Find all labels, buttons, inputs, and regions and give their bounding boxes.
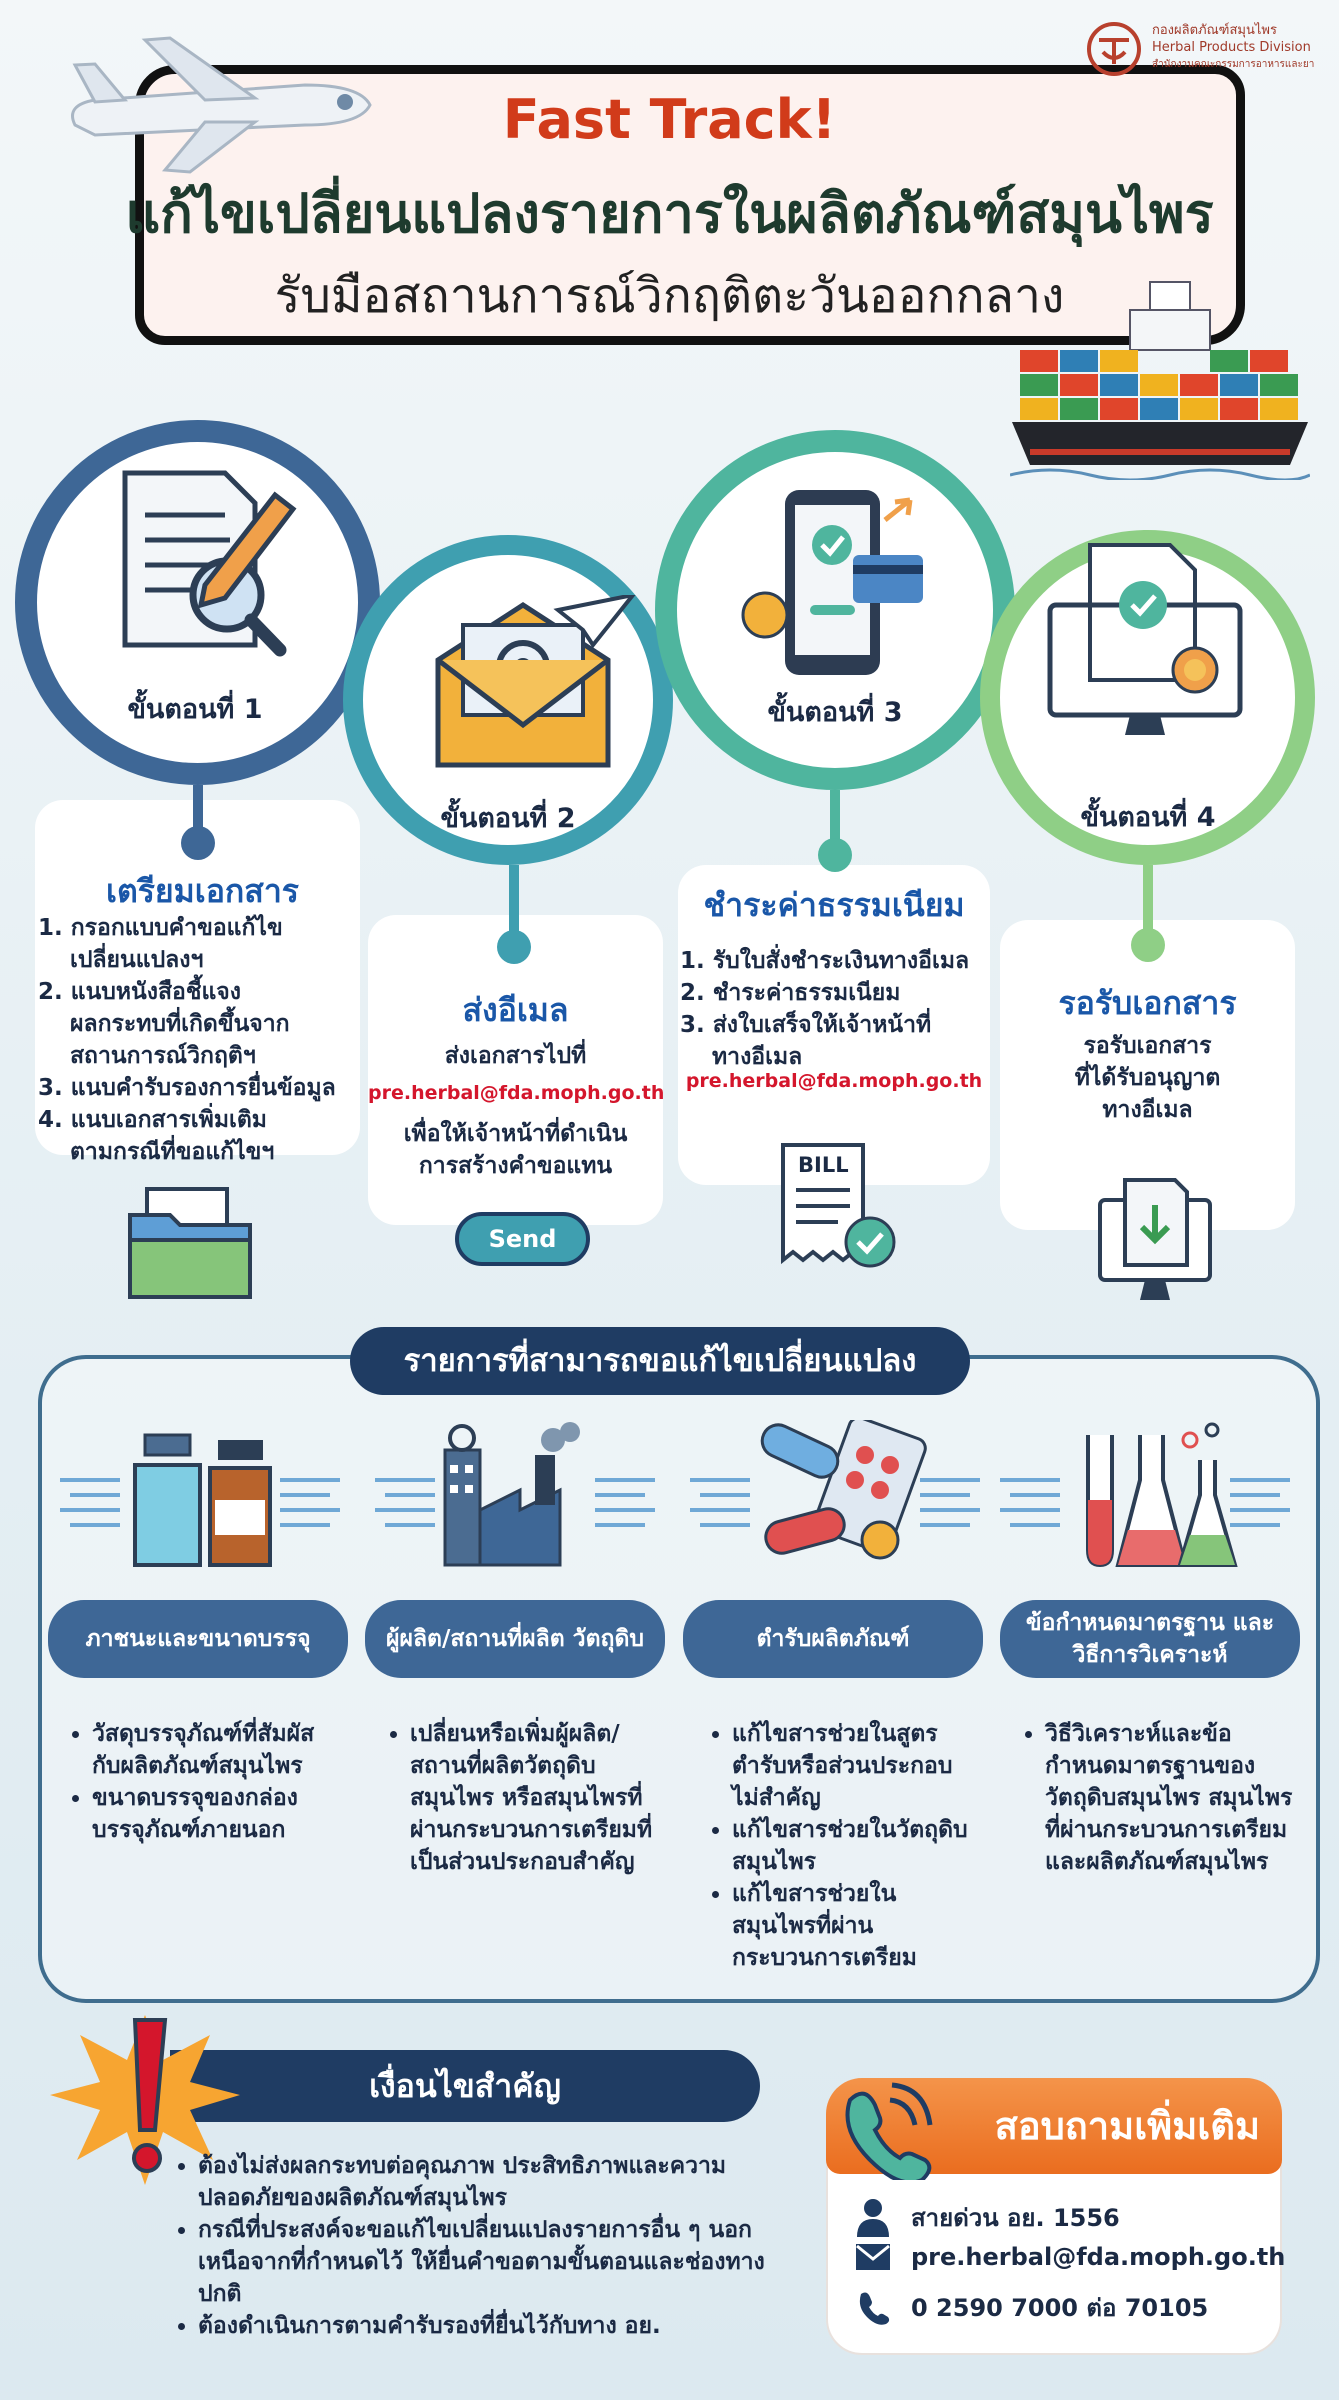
step1-dot <box>181 826 215 860</box>
step4-connector <box>1143 865 1153 935</box>
manufacturer-bullets: เปลี่ยนหรือเพิ่มผู้ผลิต/สถานที่ผลิตวัตถุ… <box>390 1718 660 1878</box>
pill-manufacturer: ผู้ผลิต/สถานที่ผลิต วัตถุดิบ <box>365 1600 665 1678</box>
logo-sub: สำนักงานคณะกรรมการอาหารและยา <box>1152 59 1315 70</box>
step3-card <box>678 865 990 1185</box>
step2-email: pre.herbal@fda.moph.go.th <box>368 1082 665 1104</box>
phone-ring-icon <box>845 2082 933 2180</box>
logo-thai: กองผลิตภัณฑ์สมุนไพร <box>1152 23 1277 38</box>
pill-formula: ตำรับผลิตภัณฑ์ <box>683 1600 983 1678</box>
document-search-icon <box>122 470 297 657</box>
step4-line2: ที่ได้รับอนุญาต <box>1074 1065 1221 1091</box>
step2-card <box>368 915 663 1225</box>
list-item: ขนาดบรรจุของกล่องบรรจุภัณฑ์ภายนอก <box>92 1782 342 1846</box>
cargo-ship-icon <box>1010 281 1310 480</box>
packaging-bullets: วัสดุบรรจุภัณฑ์ที่สัมผัสกับผลิตภัณฑ์สมุน… <box>72 1718 342 1846</box>
warning-burst-icon <box>50 2015 240 2185</box>
step2-title: ส่งอีเมล <box>462 991 569 1029</box>
mail-icon <box>856 2244 890 2270</box>
list-item: แก้ไขสารช่วยในสมุนไพรที่ผ่านกระบวนการเตร… <box>732 1878 972 1974</box>
send-button[interactable]: Send <box>455 1212 590 1266</box>
certified-document-icon <box>1047 543 1243 735</box>
step2-line2: เพื่อให้เจ้าหน้าที่ดำเนิน <box>403 1121 628 1147</box>
step4-line1: รอรับเอกสาร <box>1083 1033 1212 1059</box>
step4-label: ขั้นตอนที่ 4 <box>1080 802 1216 833</box>
lab-flasks-icon <box>1000 1422 1290 1568</box>
list-item: กรณีที่ประสงค์จะขอแก้ไขเปลี่ยนแปลงรายการ… <box>198 2214 778 2310</box>
step3-label: ขั้นตอนที่ 3 <box>767 697 903 728</box>
step4-dot <box>1131 928 1165 962</box>
step2-label: ขั้นตอนที่ 2 <box>440 803 576 834</box>
standards-bullets: วิธีวิเคราะห์และข้อกำหนดมาตรฐานของวัตถุด… <box>1025 1718 1295 1878</box>
contact-phone-row: 0 2590 7000 ต่อ 70105 <box>855 2288 1208 2327</box>
formula-bullets: แก้ไขสารช่วยในสูตรตำรับหรือส่วนประกอบไม่… <box>712 1718 972 1974</box>
step3-dot <box>818 838 852 872</box>
email-envelope-icon <box>435 595 636 768</box>
title-fast-track: Fast Track! <box>502 88 837 151</box>
step1-title: เตรียมเอกสาร <box>106 872 299 910</box>
contact-email-row: pre.herbal@fda.moph.go.th <box>855 2243 1285 2271</box>
list-item: วิธีวิเคราะห์และข้อกำหนดมาตรฐานของวัตถุด… <box>1045 1718 1295 1878</box>
list-item: ต้องไม่ส่งผลกระทบต่อคุณภาพ ประสิทธิภาพแล… <box>198 2150 778 2214</box>
logo-text: กองผลิตภัณฑ์สมุนไพร Herbal Products Divi… <box>1152 22 1314 73</box>
step2-dot <box>497 930 531 964</box>
pill-standards: ข้อกำหนดมาตรฐาน และวิธีการวิเคราะห์ <box>1000 1600 1300 1678</box>
title-main: แก้ไขเปลี่ยนแปลงรายการในผลิตภัณฑ์สมุนไพร <box>125 182 1214 245</box>
step3-list: 1. รับใบสั่งชำระเงินทางอีเมล 2. ชำระค่าธ… <box>680 948 970 1070</box>
step3-email: pre.herbal@fda.moph.go.th <box>685 1070 983 1092</box>
step2-line1: ส่งเอกสารไปที่ <box>444 1043 587 1069</box>
step4-title: รอรับเอกสาร <box>1058 984 1237 1022</box>
step4-line3: ทางอีเมล <box>1102 1097 1193 1123</box>
list-item: แก้ไขสารช่วยในวัตถุดิบสมุนไพร <box>732 1814 972 1878</box>
step1-label: ขั้นตอนที่ 1 <box>127 694 263 725</box>
step2-line3: การสร้างคำขอแทน <box>418 1153 613 1179</box>
bottles-icon <box>60 1433 340 1567</box>
list-item: แก้ไขสารช่วยในสูตรตำรับหรือส่วนประกอบไม่… <box>732 1718 972 1814</box>
changes-title: รายการที่สามารถขอแก้ไขเปลี่ยนแปลง <box>350 1327 970 1395</box>
bill-receipt-icon <box>781 1143 896 1268</box>
logo-english: Herbal Products Division <box>1152 40 1311 55</box>
factory-icon <box>375 1422 655 1567</box>
conditions-list: ต้องไม่ส่งผลกระทบต่อคุณภาพ ประสิทธิภาพแล… <box>198 2150 778 2342</box>
contact-email[interactable]: pre.herbal@fda.moph.go.th <box>911 2243 1286 2271</box>
bill-label: BILL <box>798 1153 849 1177</box>
airplane-icon <box>71 36 372 174</box>
step3-connector <box>830 790 840 850</box>
pill-packaging: ภาชนะและขนาดบรรจุ <box>48 1600 348 1678</box>
list-item: ต้องดำเนินการตามคำรับรองที่ยื่นไว้กับทาง… <box>198 2310 778 2342</box>
contact-hotline: สายด่วน อย. 1556 <box>911 2203 1120 2232</box>
download-monitor-icon <box>1098 1178 1212 1300</box>
phone-icon <box>859 2292 890 2325</box>
list-item: เปลี่ยนหรือเพิ่มผู้ผลิต/สถานที่ผลิตวัตถุ… <box>410 1718 660 1878</box>
folder-icon <box>128 1187 252 1299</box>
contact-hotline-row: สายด่วน อย. 1556 <box>855 2197 1120 2237</box>
conditions-title: เงื่อนไขสำคัญ <box>170 2050 760 2122</box>
step1-connector <box>193 785 203 845</box>
person-icon <box>857 2199 889 2237</box>
title-sub: รับมือสถานการณ์วิกฤติตะวันออกกลาง <box>274 268 1065 324</box>
step2-connector <box>509 865 519 935</box>
list-item: วัสดุบรรจุภัณฑ์ที่สัมผัสกับผลิตภัณฑ์สมุน… <box>92 1718 342 1782</box>
step3-title: ชำระค่าธรรมเนียม <box>703 886 965 924</box>
mobile-payment-icon <box>741 490 923 675</box>
contact-phone: 0 2590 7000 ต่อ 70105 <box>911 2294 1209 2322</box>
pills-icon <box>690 1420 980 1560</box>
step1-list: 1. กรอกแบบคำขอแก้ไข เปลี่ยนแปลงฯ 2. แนบห… <box>38 915 336 1165</box>
logo-emblem-icon <box>1087 22 1141 76</box>
